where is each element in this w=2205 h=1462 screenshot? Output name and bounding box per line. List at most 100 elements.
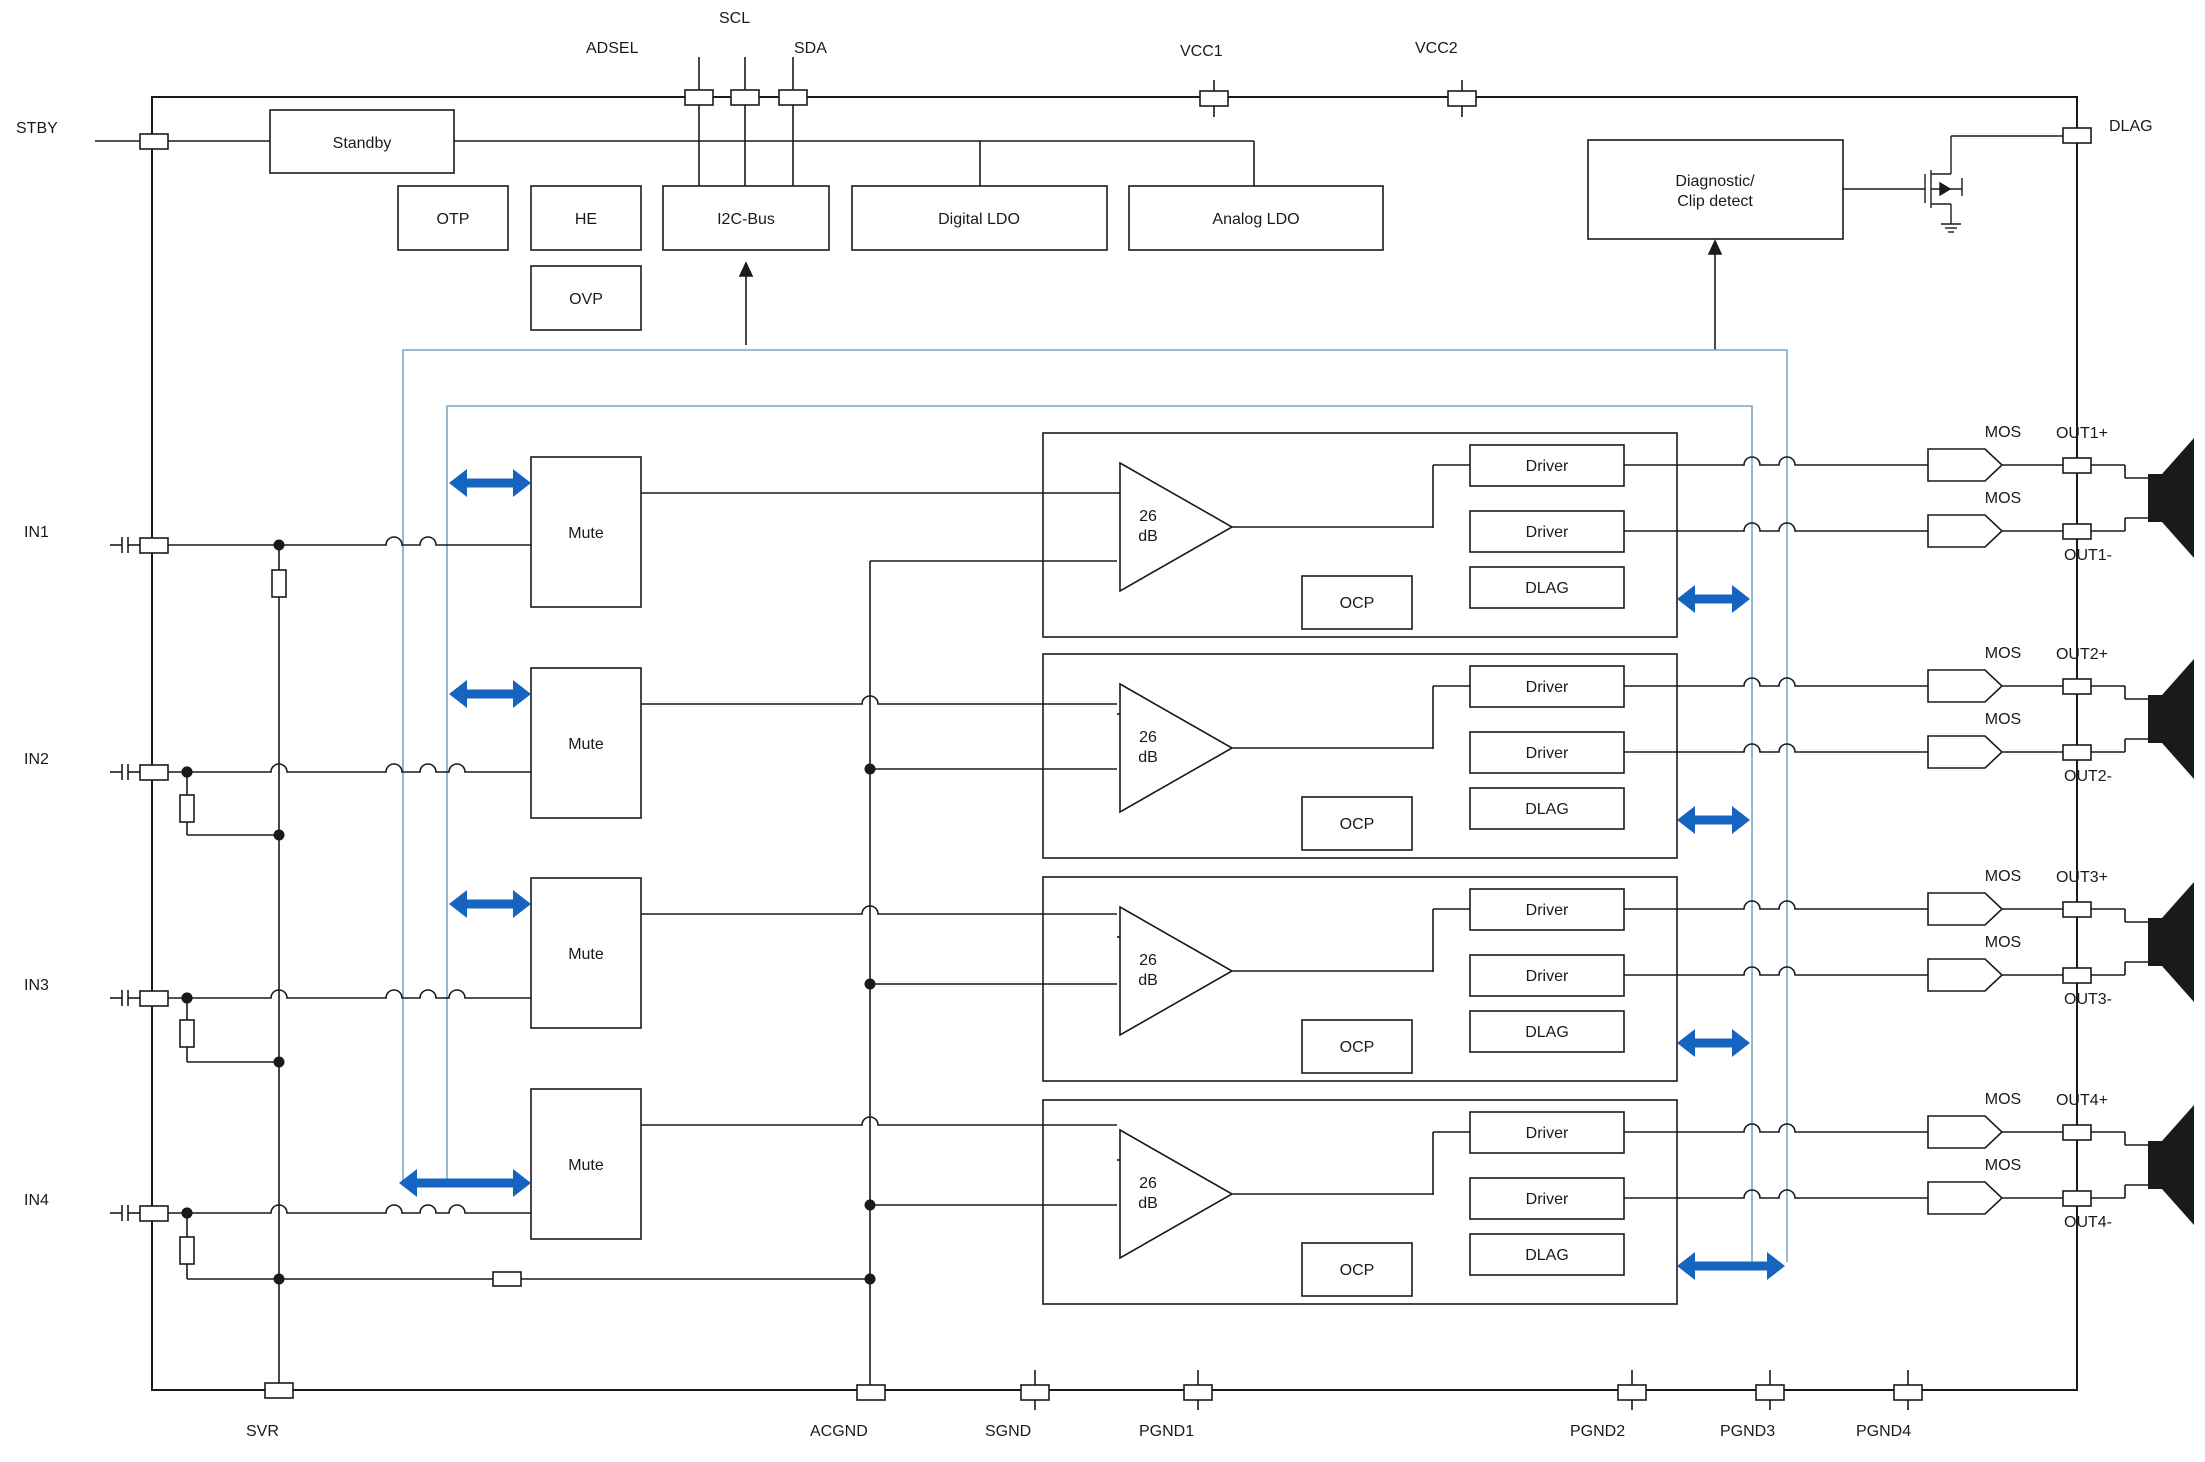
driver-label: Driver (1526, 968, 1569, 985)
label-in1: IN1 (24, 524, 49, 541)
ocp-block (1301, 796, 1413, 851)
mos-output-stage (1927, 1115, 2004, 1149)
ocp-label: OCP (1340, 816, 1375, 833)
gain-value: 26 (1139, 508, 1157, 525)
gain-amplifier (1119, 461, 1234, 593)
speaker-icon (2148, 1105, 2194, 1225)
driver-1-block (1469, 444, 1625, 487)
driver-1-block (1469, 888, 1625, 931)
standby-block (269, 109, 455, 174)
mute-label: Mute (568, 946, 604, 963)
pin-acgnd (856, 1384, 886, 1401)
digital-ldo-label: Digital LDO (938, 211, 1020, 228)
label-in2: IN2 (24, 751, 49, 768)
label-sda: SDA (794, 40, 827, 57)
diag-control-arrow-icon (1677, 585, 1750, 613)
pin-out3p (2062, 901, 2092, 918)
label-out1p: OUT1+ (2056, 425, 2108, 442)
gain-unit: dB (1138, 1195, 1158, 1212)
label-pgnd1: PGND1 (1139, 1423, 1194, 1440)
dlag-block (1469, 1233, 1625, 1276)
dlag-mosfet (1843, 135, 2063, 233)
mute-control-arrow-icon (449, 890, 531, 918)
driver-2-block (1469, 1177, 1625, 1220)
mos-output-stage (1927, 1181, 2004, 1215)
mos-label: MOS (1985, 1157, 2021, 1174)
amplifier-block (1042, 1099, 1678, 1305)
pin-out2m (2062, 744, 2092, 761)
pin-out4p (2062, 1124, 2092, 1141)
otp-block (397, 185, 509, 251)
gain-unit: dB (1138, 749, 1158, 766)
standby-label: Standby (333, 135, 392, 152)
mos-output-stage (1927, 448, 2004, 482)
ocp-label: OCP (1340, 1262, 1375, 1279)
label-in4: IN4 (24, 1192, 49, 1209)
ovp-block (530, 265, 642, 331)
driver-1-block (1469, 1111, 1625, 1154)
pin-dlag (2062, 127, 2092, 144)
driver-label: Driver (1526, 524, 1569, 541)
he-label: HE (575, 211, 597, 228)
speaker-icon (2148, 882, 2194, 1002)
driver-label: Driver (1526, 745, 1569, 762)
driver-2-block (1469, 954, 1625, 997)
pin-out2p (2062, 678, 2092, 695)
acgnd-net (856, 560, 1117, 1401)
pin-sda (778, 89, 808, 106)
label-pgnd3: PGND3 (1720, 1423, 1775, 1440)
label-pgnd2: PGND2 (1570, 1423, 1625, 1440)
driver-2-block (1469, 510, 1625, 553)
label-acgnd: ACGND (810, 1423, 868, 1440)
mos-output-stage (1927, 669, 2004, 703)
speaker-icon (2148, 438, 2194, 558)
pin-vcc2 (1447, 90, 1477, 107)
pin-adsel (684, 89, 714, 106)
diagnostic-label-line2: Clip detect (1677, 193, 1753, 210)
pin-out1m (2062, 523, 2092, 540)
dlag-block (1469, 787, 1625, 830)
mute-label: Mute (568, 525, 604, 542)
pin-out4m (2062, 1190, 2092, 1207)
label-svr: SVR (246, 1423, 279, 1440)
dlag-label: DLAG (1525, 801, 1569, 818)
control-bus (402, 349, 1788, 1262)
pin-in4 (139, 1205, 169, 1222)
pin-sgnd (1020, 1384, 1050, 1401)
mos-output-stage (1927, 958, 2004, 992)
gain-value: 26 (1139, 952, 1157, 969)
amplifier-block (1042, 432, 1678, 638)
pin-svr (264, 1382, 294, 1399)
mute-control-arrow-icon (449, 680, 531, 708)
mos-label: MOS (1985, 645, 2021, 662)
pin-vcc1 (1199, 90, 1229, 107)
analog-ldo-block (1128, 185, 1384, 251)
mos-label: MOS (1985, 490, 2021, 507)
dlag-label: DLAG (1525, 580, 1569, 597)
label-out4m: OUT4- (2064, 1214, 2112, 1231)
label-vcc1: VCC1 (1180, 43, 1223, 60)
amplifier-block (1042, 653, 1678, 859)
label-pgnd4: PGND4 (1856, 1423, 1911, 1440)
analog-ldo-label: Analog LDO (1212, 211, 1299, 228)
label-adsel: ADSEL (586, 40, 639, 57)
ocp-block (1301, 1242, 1413, 1297)
svr-network (179, 545, 870, 1399)
mos-label: MOS (1985, 1091, 2021, 1108)
mute-control-arrow-icon (399, 1169, 531, 1197)
gain-value: 26 (1139, 1175, 1157, 1192)
mos-label: MOS (1985, 424, 2021, 441)
speaker-icon (2148, 659, 2194, 779)
driver-1-block (1469, 665, 1625, 708)
mos-label: MOS (1985, 934, 2021, 951)
label-out4p: OUT4+ (2056, 1092, 2108, 1109)
ocp-label: OCP (1340, 1039, 1375, 1056)
gain-value: 26 (1139, 729, 1157, 746)
mute-block (530, 667, 642, 819)
label-vcc2: VCC2 (1415, 40, 1458, 57)
mute-block (530, 877, 642, 1029)
otp-label: OTP (437, 211, 470, 228)
